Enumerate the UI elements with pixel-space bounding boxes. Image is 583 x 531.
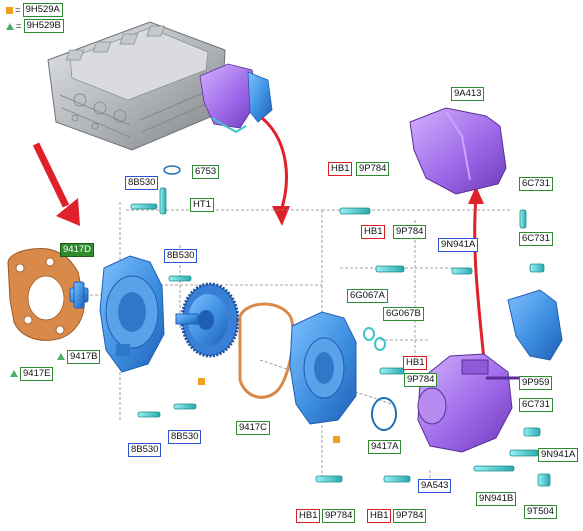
callout-9p959: 9P959 [519,376,553,390]
callout-9t504: 9T504 [524,505,557,519]
marker-square-2 [333,436,340,443]
callout-9n941b: 9N941B [476,492,517,506]
callout-9p784: 9P784 [393,225,427,239]
red-arrow-down-head [56,198,80,226]
drive-gear [175,282,240,358]
red-arrow-up [473,195,486,361]
cover-9a413 [409,107,507,195]
red-arrow-down [32,142,70,208]
coupler-9417d [69,281,89,309]
callout-9417c: 9417C [236,421,270,435]
callout-9a413: 9A413 [451,87,485,101]
oring-6g067a [363,327,375,341]
green-triangle-icon [57,353,65,360]
callout-6c731: 6C731 [519,398,553,412]
callout-6753: 6753 [192,165,220,179]
callout-9a543: 9A543 [418,479,452,493]
oring-6g067b [374,337,386,351]
legend-equals: = [15,4,21,16]
fasteners [130,187,551,487]
green-triangle-icon [10,370,18,377]
callout-hb1: HB1 [296,509,321,523]
callout-9p784: 9P784 [356,162,390,176]
legend-equals: = [16,20,22,32]
callout-6g067b: 6G067B [383,307,424,321]
callout-9n941a: 9N941A [438,238,479,252]
callout-9417e: 9417E [20,367,54,381]
callout-9417b: 9417B [67,350,101,364]
fuel-pump-9a543 [417,353,520,453]
orange-square-icon [6,6,13,14]
callout-9417d: 9417D [60,243,94,257]
callout-9n941a: 9N941A [538,448,579,462]
legend-item-square: = 9H529A [6,3,63,17]
gasket-9417c [238,302,295,399]
callout-hb1: HB1 [361,225,386,239]
callout-9p784: 9P784 [322,509,356,523]
bracket-9p959 [507,289,563,361]
callout-9417a: 9417A [368,440,402,454]
callout-8b530: 8B530 [128,443,162,457]
red-arrow-up-head [468,186,484,204]
legend-code: 9H529B [23,19,64,33]
callout-9p784: 9P784 [404,373,438,387]
callout-8b530: 8B530 [125,176,159,190]
callout-6c731: 6C731 [519,232,553,246]
pump-housing-9417b [99,255,165,373]
callout-hb1: HB1 [328,162,353,176]
legend-item-triangle: = 9H529B [6,19,64,33]
callout-6g067a: 6G067A [347,289,388,303]
callout-8b530: 8B530 [168,430,202,444]
callout-ht1: HT1 [190,198,214,212]
marker-square-1 [198,378,205,385]
red-arrow-curve [261,116,288,215]
oring-6753 [163,165,181,175]
green-triangle-icon [6,22,14,30]
adapter-plate [289,311,357,425]
callout-9p784: 9P784 [393,509,427,523]
callout-hb1: HB1 [367,509,392,523]
red-arrow-curve-head [272,206,290,226]
legend-code: 9H529A [22,3,63,17]
callout-8b530: 8B530 [164,249,198,263]
engine-block-image [47,21,273,151]
callout-6c731: 6C731 [519,177,553,191]
oring-9417a [371,397,397,431]
callout-hb1: HB1 [403,356,428,370]
